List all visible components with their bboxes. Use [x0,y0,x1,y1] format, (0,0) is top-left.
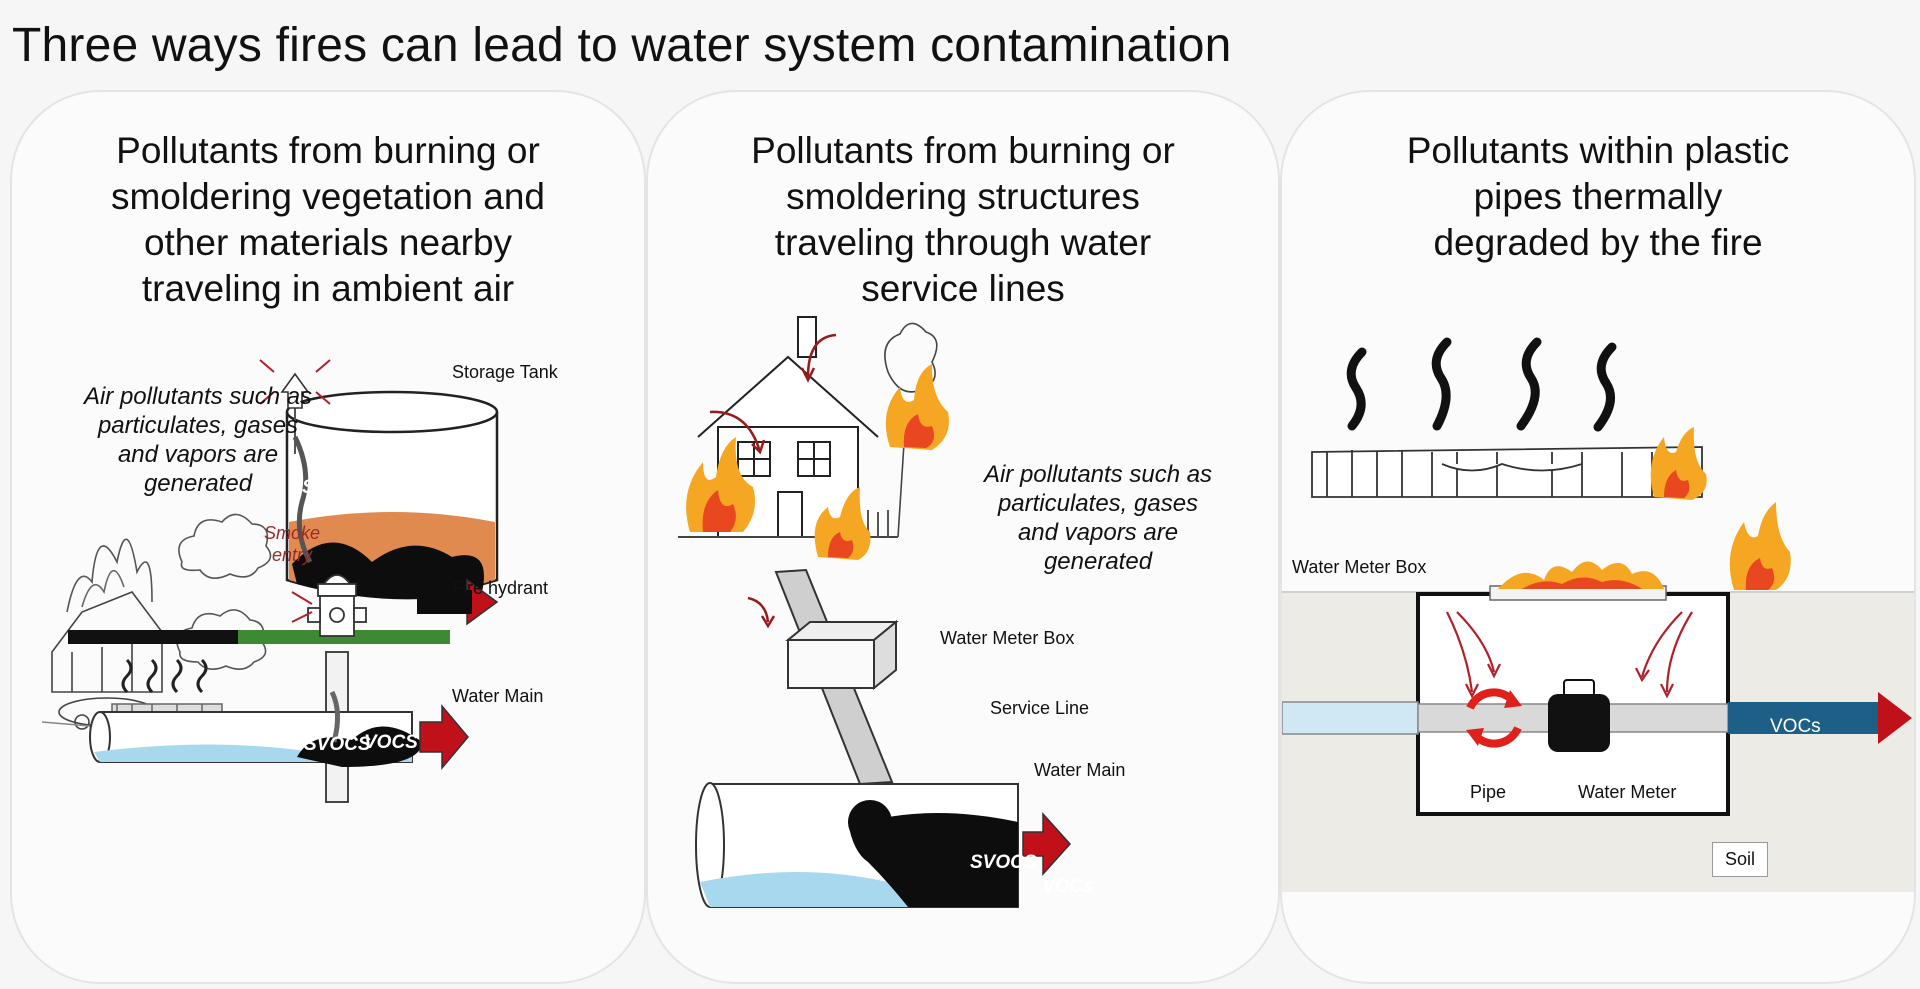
storage-tank-label: Storage Tank [452,362,558,382]
svocs-label: SVOCS [970,852,1037,873]
panel-1-heading-line: other materials nearby [143,222,513,263]
note-line: and vapors are [1017,519,1179,546]
outlet-pipe [1728,702,1878,734]
panel-vegetation: Pollutants from burning or smoldering ve… [10,90,646,984]
smoke-entry-arrows-icon [291,591,313,623]
panel-3-heading-line: pipes thermally [1473,176,1723,217]
ground-black-segment [68,630,238,644]
panel-3-illustration [1282,337,1914,892]
flame-icon [686,437,756,532]
note-line: and vapors are [117,441,279,468]
panel-2-heading: Pollutants from burning or smoldering st… [648,128,1278,312]
fire-hydrant-icon [307,574,367,803]
water-main-pipe-icon [695,782,1019,908]
panel-structures: Pollutants from burning or smoldering st… [646,90,1280,984]
smoke-entry-line: Smoke [263,523,321,543]
flame-icon [1650,427,1707,500]
smoke-entry-label: Smoke entry [252,522,332,566]
service-line-label: Service Line [990,698,1090,718]
panel-2-heading-line: service lines [861,268,1065,309]
panel-1-illustration [41,359,499,803]
water-meter-box-label: Water Meter Box [940,628,1075,648]
water-meter-box-icon [785,619,899,691]
panel-plastic-pipes: Pollutants within plastic pipes thermall… [1280,90,1916,984]
water-meter-icon [1548,679,1610,752]
inward-arrows-icon [259,359,331,405]
air-pollutants-note: Air pollutants such as particulates, gas… [958,460,1238,576]
svocs-main-label: SVOCS [304,734,371,755]
water-main-pipe-icon [89,690,422,767]
panel-2-heading-line: traveling through water [774,222,1152,263]
inlet-pipe [1282,701,1419,735]
water-meter-box-label: Water Meter Box [1292,557,1427,577]
page-title: Three ways fires can lead to water syste… [12,19,1232,72]
flame-icon [1729,502,1791,590]
flow-arrow-icon [1022,812,1072,876]
soil-label: Soil [1712,842,1769,877]
downward-arrows-icon [1446,611,1693,699]
panel-1-heading-line: smoldering vegetation and [110,176,545,217]
panel-2-illustration [678,316,1072,908]
flame-icon [814,487,871,560]
panel-1-heading-line: traveling in ambient air [141,268,515,309]
pipe-label: Pipe [1470,782,1507,802]
vocs-label: VOCs [1770,716,1821,737]
vocs-label: VOCS [372,482,426,503]
panel-1-heading-line: Pollutants from burning or [116,130,540,171]
note-line: particulates, gases [97,412,299,439]
panel-1-heading: Pollutants from burning or smoldering ve… [12,128,644,312]
smoke-plume-icon [1346,337,1617,432]
water-meter-label: Water Meter [1578,782,1677,802]
fire-hydrant-label: Fire hydrant [452,578,549,598]
flow-arrow-icon [419,703,469,771]
note-line: generated [1043,548,1153,575]
water-main-label: Water Main [1034,760,1126,780]
vocs-main-label: VOCS [364,732,418,753]
panel-3-heading-line: Pollutants within plastic [1406,130,1790,171]
flame-icon [1498,561,1664,589]
ground-green-segment [238,630,450,644]
curved-arrow-icon [709,333,837,629]
note-line: Air pollutants such as [983,461,1213,488]
smoke-entry-line: entry [271,545,313,565]
air-pollutants-note: Air pollutants such as particulates, gas… [58,382,338,498]
note-line: particulates, gases [997,490,1199,517]
panel-3-heading: Pollutants within plastic pipes thermall… [1282,128,1914,266]
flow-arrow-icon [1878,692,1912,744]
smoldering-debris-icon [121,658,208,694]
debris-pile-icon [1311,446,1703,498]
flame-icon [885,364,949,450]
panel-3-heading-line: degraded by the fire [1433,222,1763,263]
water-main-label: Water Main [452,686,544,706]
vocs-label: VOCs [1042,876,1094,897]
svocs-label: SVOCS [302,477,369,498]
note-line: generated [143,470,253,497]
note-line: Air pollutants such as [83,383,313,410]
panel-2-heading-line: Pollutants from burning or [751,130,1175,171]
panel-2-heading-line: smoldering structures [786,176,1140,217]
